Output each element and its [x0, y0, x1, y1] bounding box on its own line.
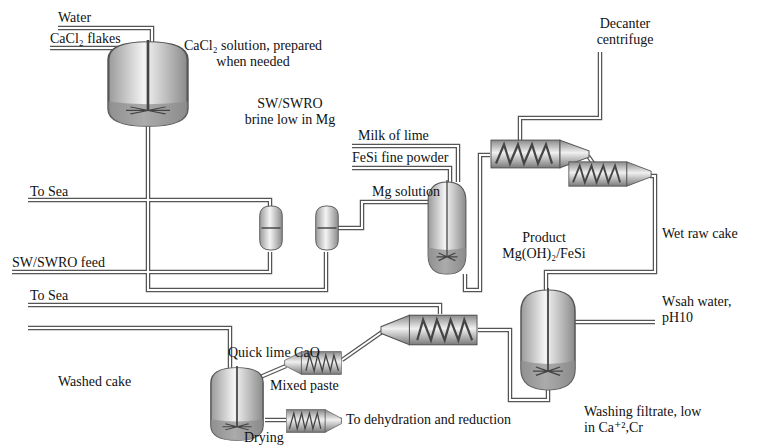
text-label: Mg solution	[372, 184, 440, 200]
text-label: CaCl₂ flakes	[50, 31, 121, 47]
text-label: CaCl₂ solution, prepared when needed	[182, 38, 324, 70]
text-label: Washing filtrate, low in Ca⁺²,Cr	[584, 404, 702, 436]
text-label: Water	[58, 10, 91, 26]
text-label: Quick lime CaO	[228, 345, 320, 361]
text-label: Drying	[244, 430, 284, 446]
text-label: To Sea	[30, 184, 68, 200]
text-label: Washed cake	[58, 374, 131, 390]
text-label: SW/SWRO brine low in Mg	[244, 96, 336, 128]
text-label: FeSi fine powder	[352, 150, 448, 166]
text-label: Wet raw cake	[662, 226, 738, 242]
text-label: To Sea	[30, 288, 68, 304]
text-label: Wsah water, pH10	[662, 294, 742, 326]
text-label: Product Mg(OH)₂/FeSi	[488, 230, 600, 262]
text-label: Mixed paste	[270, 378, 339, 394]
text-label: Milk of lime	[358, 128, 429, 144]
text-label: SW/SWRO feed	[12, 255, 105, 271]
text-label: Decanter centrifuge	[585, 16, 665, 48]
text-label: To dehydration and reduction	[346, 412, 511, 428]
